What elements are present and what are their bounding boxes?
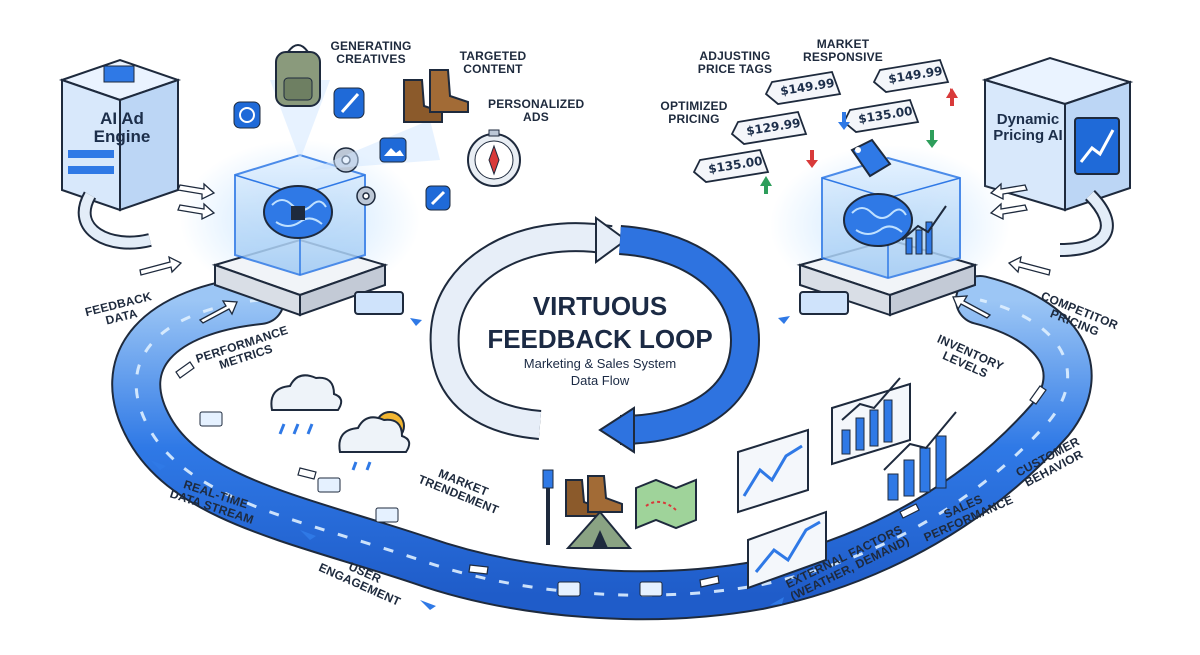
server-icon-right [981, 56, 1134, 212]
output-market-responsive: MARKET RESPONSIVE [802, 37, 884, 65]
backpack-icon [275, 44, 321, 107]
data-packets [199, 411, 663, 597]
output-generating-creatives: GENERATING CREATIVES [330, 39, 412, 67]
right-engine-name: Dynamic Pricing AI [988, 112, 1068, 144]
output-targeted-content: TARGETED CONTENT [459, 49, 527, 77]
left-engine-name-line2: Engine [93, 126, 151, 146]
data-belt [111, 275, 1093, 621]
center-subtitle-line2: Data Flow [570, 372, 630, 388]
boots-icon [403, 69, 469, 123]
brain-icon [263, 185, 333, 239]
center-title-line1: VIRTUOUS [532, 291, 668, 321]
price-tag-icon [850, 138, 892, 178]
price-tags [692, 58, 950, 183]
left-output-port [354, 291, 422, 326]
bar-chart-icon-2 [883, 411, 957, 501]
line-chart-icon [737, 428, 809, 514]
hiking-pole-icon [542, 469, 554, 545]
left-input-arrows [139, 182, 238, 324]
output-optimized-pricing: OPTIMIZED PRICING [660, 99, 728, 127]
central-loop [429, 216, 761, 454]
bar-chart-icon [831, 377, 911, 466]
cloud-rain-icon [270, 374, 343, 435]
right-output-port [778, 291, 849, 324]
output-adjusting-price-tags: ADJUSTING PRICE TAGS [697, 49, 773, 77]
compass-icon [467, 129, 521, 187]
image-icon [379, 137, 407, 163]
belt-flow-arrows [175, 361, 1047, 588]
price-arrows [760, 88, 958, 194]
right-engine-name-line1: Dynamic [996, 111, 1060, 128]
center-subtitle-line1: Marketing & Sales System [523, 356, 677, 371]
center-title: VIRTUOUS FEEDBACK LOOP [470, 290, 730, 355]
outer-flow-arrows [150, 460, 784, 610]
shutter-icon [233, 101, 261, 129]
map-icon [635, 478, 697, 530]
bar-chart-icon-cube [901, 205, 947, 255]
right-input-arrows [952, 182, 1051, 319]
line-chart-icon-2 [747, 510, 827, 590]
center-title-line2: FEEDBACK LOOP [487, 323, 713, 354]
boots-icon-2 [565, 475, 623, 517]
brush-icon-2 [425, 185, 451, 211]
server-icon [58, 58, 182, 212]
brain-icon-right [843, 193, 913, 247]
left-engine-name: AI Ad Engine [82, 110, 162, 146]
brush-icon [333, 87, 365, 119]
left-engine-name-line1: AI Ad [100, 109, 144, 128]
output-personalized-ads: PERSONALIZED ADS [488, 97, 585, 125]
tent-icon [565, 510, 633, 549]
center-subtitle: Marketing & Sales System Data Flow [470, 356, 730, 390]
right-engine-name-line2: Pricing AI [993, 126, 1063, 144]
cloud-sun-icon [338, 411, 411, 471]
